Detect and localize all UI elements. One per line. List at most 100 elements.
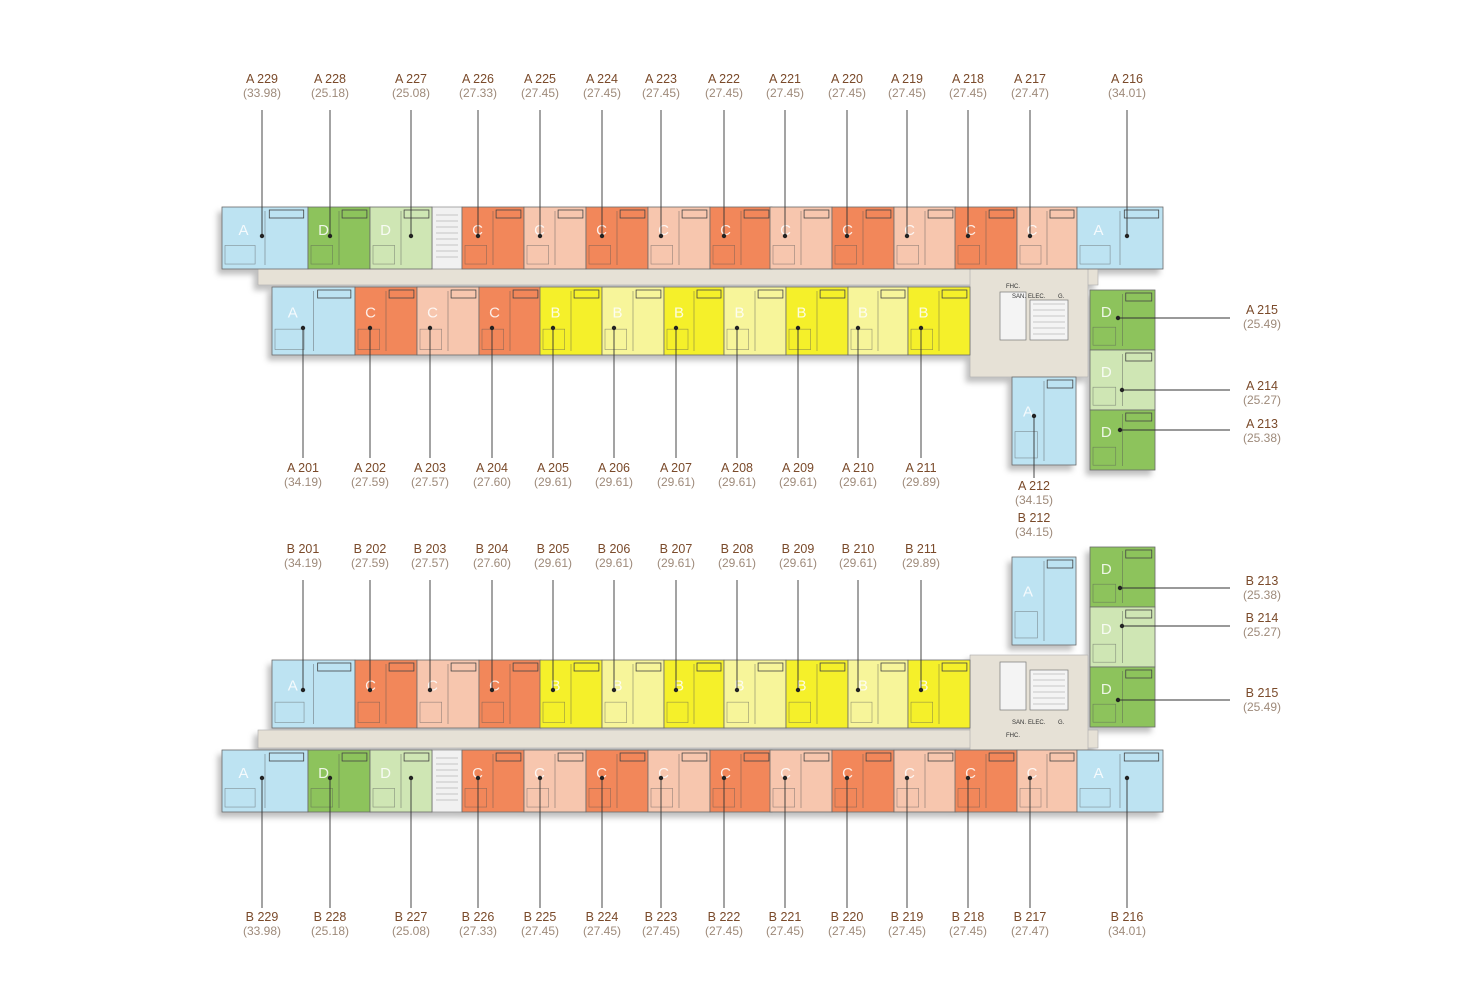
unit-a-212[interactable]: A bbox=[1011, 376, 1077, 466]
unit-type-letter: C bbox=[904, 222, 915, 239]
unit-b-221[interactable]: C bbox=[769, 749, 833, 813]
unit-label-b-225: B 225(27.45) bbox=[521, 910, 559, 938]
unit-a-219[interactable]: C bbox=[893, 206, 957, 270]
unit-label-a-229: A 229(33.98) bbox=[243, 72, 281, 100]
unit-number: B 206 bbox=[598, 542, 631, 556]
unit-b-219[interactable]: C bbox=[893, 749, 957, 813]
unit-a-224[interactable]: C bbox=[585, 206, 649, 270]
unit-b-228[interactable]: D bbox=[307, 749, 371, 813]
unit-number: A 212 bbox=[1018, 479, 1050, 493]
unit-b-220[interactable]: C bbox=[831, 749, 895, 813]
unit-a-214[interactable]: D bbox=[1089, 349, 1156, 411]
unit-a-215[interactable]: D bbox=[1089, 289, 1156, 351]
unit-b-227[interactable]: D bbox=[369, 749, 433, 813]
unit-b-201[interactable]: A bbox=[271, 659, 356, 729]
unit-a-229[interactable]: A bbox=[221, 206, 309, 270]
unit-b-223[interactable]: C bbox=[647, 749, 711, 813]
unit-area: (34.19) bbox=[284, 475, 322, 489]
unit-a-227[interactable]: D bbox=[369, 206, 433, 270]
unit-number: A 223 bbox=[645, 72, 677, 86]
unit-a-221[interactable]: C bbox=[769, 206, 833, 270]
unit-a-207[interactable]: B bbox=[663, 286, 725, 356]
leader-dot bbox=[844, 233, 850, 239]
unit-type-letter: A bbox=[238, 222, 248, 239]
unit-b-203[interactable]: C bbox=[416, 659, 480, 729]
unit-b-213[interactable]: D bbox=[1089, 546, 1156, 608]
unit-b-207[interactable]: B bbox=[663, 659, 725, 729]
unit-a-206[interactable]: B bbox=[601, 286, 665, 356]
unit-area: (25.18) bbox=[311, 86, 349, 100]
unit-area: (29.61) bbox=[779, 556, 817, 570]
unit-a-225[interactable]: C bbox=[523, 206, 587, 270]
unit-type-letter: D bbox=[1101, 561, 1112, 578]
unit-b-212[interactable]: A bbox=[1011, 556, 1077, 646]
unit-a-211[interactable]: B bbox=[907, 286, 971, 356]
unit-type-letter: C bbox=[780, 222, 791, 239]
core-corridor bbox=[969, 654, 1089, 751]
unit-b-216[interactable]: A bbox=[1076, 749, 1164, 813]
unit-a-201[interactable]: A bbox=[271, 286, 356, 356]
unit-label-a-207: A 207(29.61) bbox=[657, 461, 695, 489]
unit-b-206[interactable]: B bbox=[601, 659, 665, 729]
unit-a-226[interactable]: C bbox=[461, 206, 525, 270]
unit-b-204[interactable]: C bbox=[478, 659, 542, 729]
unit-label-a-216: A 216(34.01) bbox=[1108, 72, 1146, 100]
unit-type-letter: A bbox=[238, 765, 248, 782]
unit-type-letter: B bbox=[550, 305, 560, 322]
unit-b-210[interactable]: B bbox=[847, 659, 909, 729]
unit-type-letter: A bbox=[288, 678, 298, 695]
unit-label-b-209: B 209(29.61) bbox=[779, 542, 817, 570]
leader-dot bbox=[855, 325, 861, 331]
unit-number: B 228 bbox=[314, 910, 347, 924]
unit-a-204[interactable]: C bbox=[478, 286, 542, 356]
unit-b-226[interactable]: C bbox=[461, 749, 525, 813]
unit-area: (34.19) bbox=[284, 556, 322, 570]
unit-area: (25.49) bbox=[1243, 700, 1281, 714]
unit-b-209[interactable]: B bbox=[785, 659, 849, 729]
unit-b-208[interactable]: B bbox=[723, 659, 787, 729]
unit-b-229[interactable]: A bbox=[221, 749, 309, 813]
unit-b-215[interactable]: D bbox=[1089, 666, 1156, 728]
unit-b-214[interactable]: D bbox=[1089, 606, 1156, 668]
unit-a-217[interactable]: C bbox=[1016, 206, 1078, 270]
unit-b-202[interactable]: C bbox=[354, 659, 418, 729]
unit-area: (27.45) bbox=[521, 924, 559, 938]
unit-b-218[interactable]: C bbox=[954, 749, 1018, 813]
unit-a-216[interactable]: A bbox=[1076, 206, 1164, 270]
unit-number: A 201 bbox=[287, 461, 319, 475]
unit-label-a-225: A 225(27.45) bbox=[521, 72, 559, 100]
unit-area: (27.45) bbox=[705, 924, 743, 938]
unit-a-220[interactable]: C bbox=[831, 206, 895, 270]
unit-type-letter: B bbox=[858, 305, 868, 322]
unit-a-210[interactable]: B bbox=[847, 286, 909, 356]
unit-label-a-214: A 214(25.27) bbox=[1243, 379, 1281, 407]
leader-dot bbox=[489, 325, 495, 331]
unit-a-228[interactable]: D bbox=[307, 206, 371, 270]
unit-a-209[interactable]: B bbox=[785, 286, 849, 356]
unit-b-224[interactable]: C bbox=[585, 749, 649, 813]
unit-b-211[interactable]: B bbox=[907, 659, 971, 729]
unit-b-222[interactable]: C bbox=[709, 749, 773, 813]
unit-a-213[interactable]: D bbox=[1089, 409, 1156, 471]
leader-dot bbox=[475, 775, 481, 781]
unit-a-203[interactable]: C bbox=[416, 286, 480, 356]
unit-b-217[interactable]: C bbox=[1016, 749, 1078, 813]
unit-a-223[interactable]: C bbox=[647, 206, 711, 270]
unit-a-202[interactable]: C bbox=[354, 286, 418, 356]
leader-dot bbox=[782, 233, 788, 239]
unit-type-letter: D bbox=[318, 765, 329, 782]
unit-a-222[interactable]: C bbox=[709, 206, 773, 270]
unit-label-a-226: A 226(27.33) bbox=[459, 72, 497, 100]
unit-a-205[interactable]: B bbox=[539, 286, 603, 356]
unit-a-218[interactable]: C bbox=[954, 206, 1018, 270]
unit-area: (27.33) bbox=[459, 86, 497, 100]
unit-area: (29.61) bbox=[534, 556, 572, 570]
unit-area: (27.45) bbox=[888, 86, 926, 100]
unit-b-225[interactable]: C bbox=[523, 749, 587, 813]
leader-dot bbox=[611, 325, 617, 331]
unit-b-205[interactable]: B bbox=[539, 659, 603, 729]
unit-a-208[interactable]: B bbox=[723, 286, 787, 356]
unit-type-letter: C bbox=[842, 222, 853, 239]
unit-number: B 221 bbox=[769, 910, 802, 924]
unit-label-b-224: B 224(27.45) bbox=[583, 910, 621, 938]
